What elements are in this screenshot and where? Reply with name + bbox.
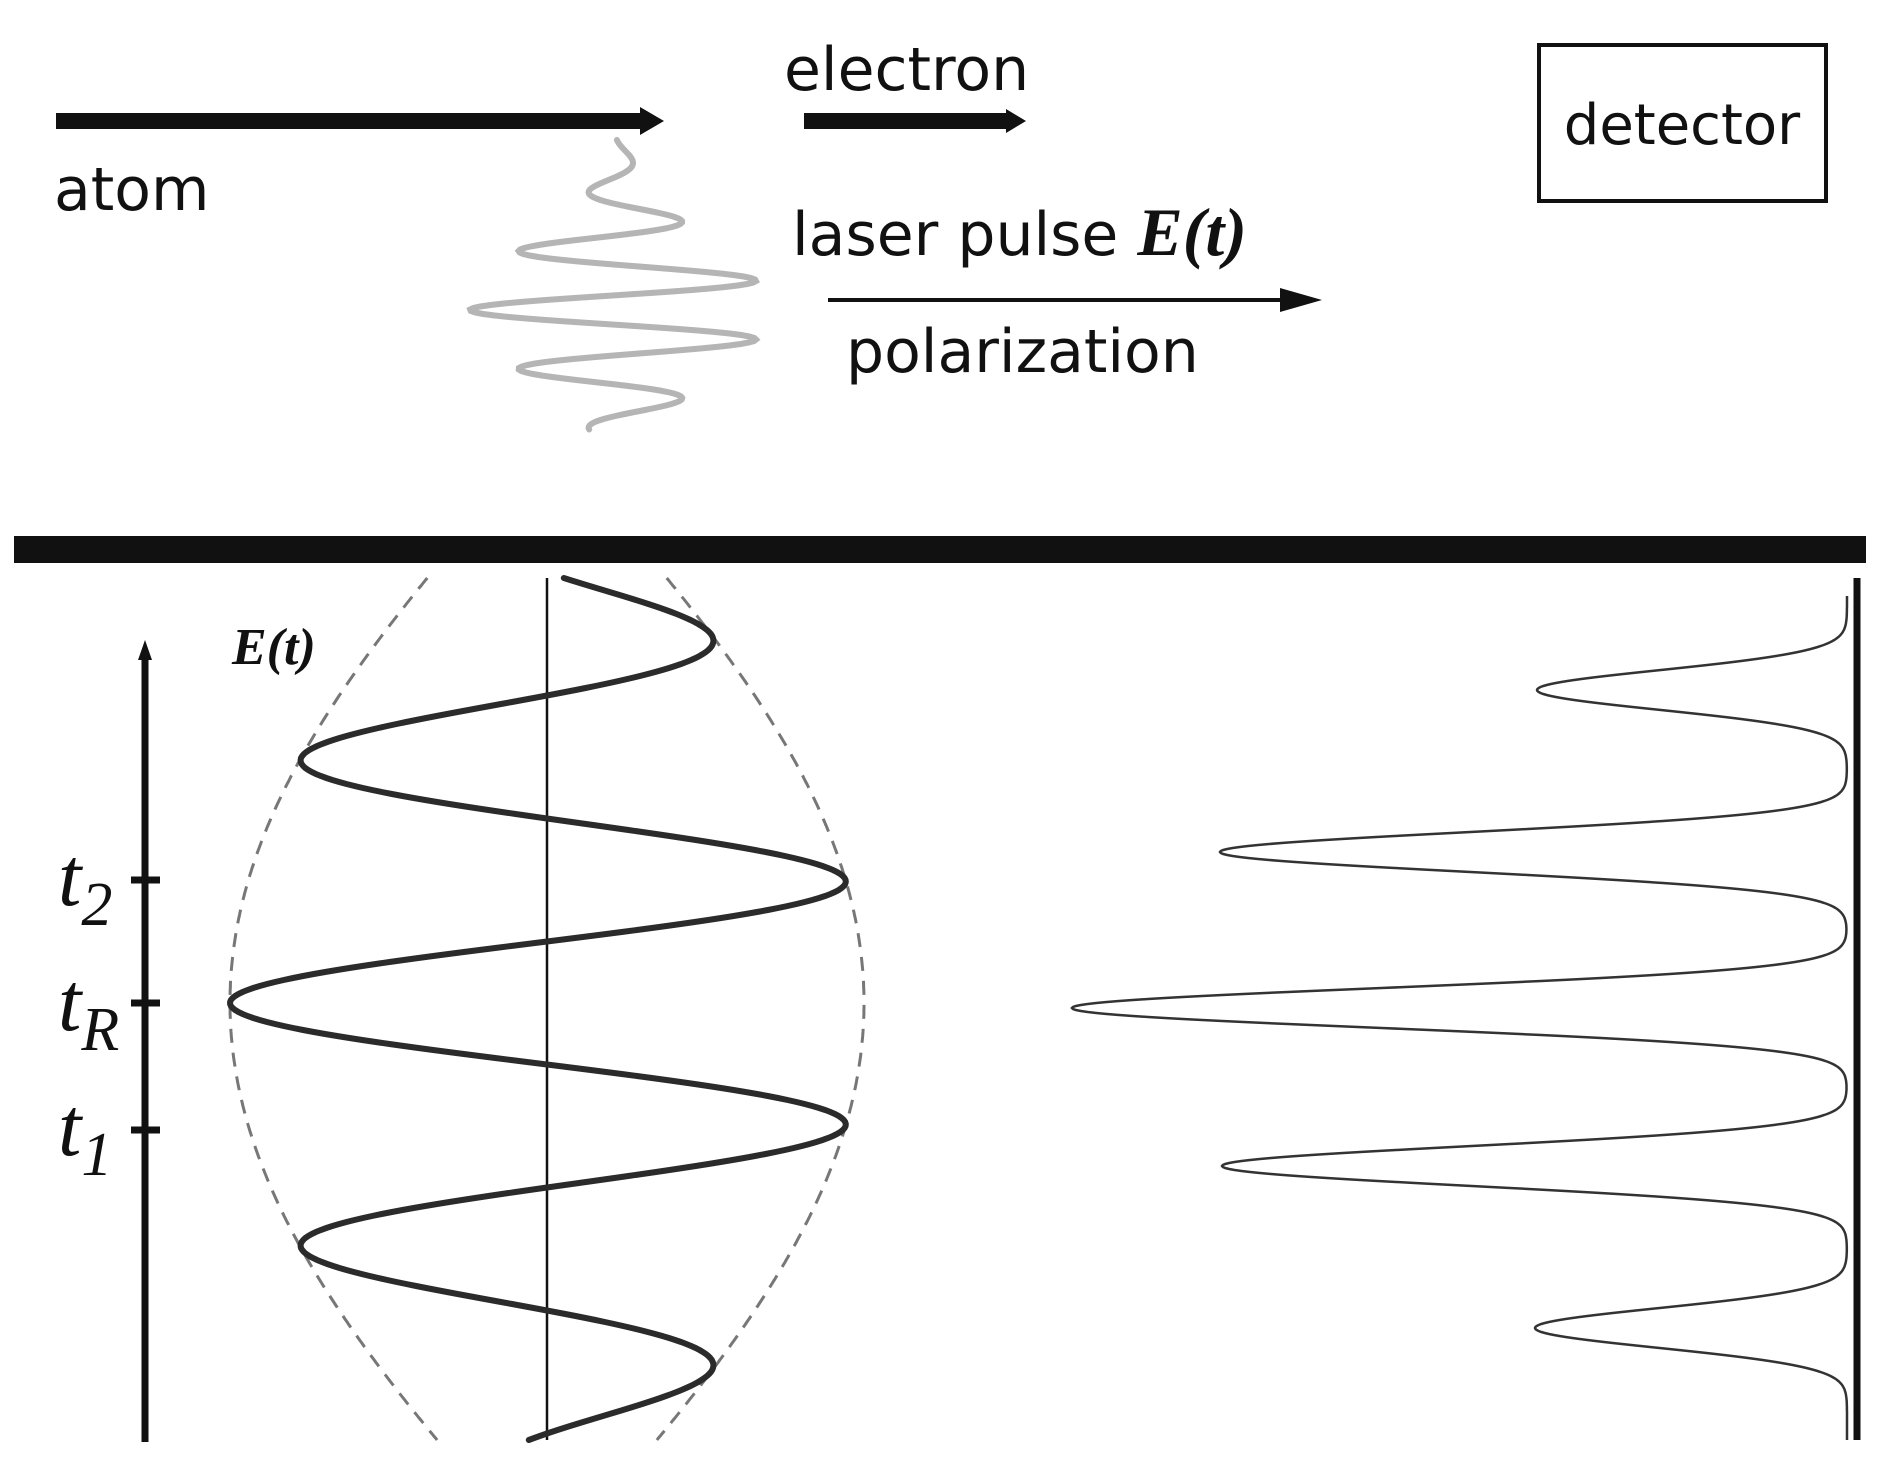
electron-arrowhead (1006, 109, 1026, 133)
laser-pulse-text: laser pulse (792, 200, 1137, 270)
panel-separator (14, 536, 1866, 563)
electric-field-wave (227, 575, 849, 1443)
polarization-arrowhead (1280, 288, 1322, 312)
envelope-right (655, 577, 866, 1441)
time-label-t1: t1 (58, 1081, 112, 1189)
field-panel: t2 tR t1 E(t) (58, 575, 866, 1443)
laser-pulse-wave (466, 137, 761, 433)
atom-beam-arrowhead (640, 107, 664, 135)
time-label-t2: t2 (58, 831, 112, 939)
electron-spectrum-curve (1070, 596, 1849, 1440)
laser-pulse-label: laser pulse E(t) (792, 194, 1247, 270)
time-label-tR: tR (58, 956, 119, 1064)
detector-box (1537, 43, 1828, 203)
atom-label: atom (54, 155, 209, 225)
envelope-left (228, 577, 439, 1441)
time-axis-arrowhead (138, 640, 152, 660)
detector-label: detector (1564, 93, 1801, 158)
electron-label: electron (784, 35, 1029, 105)
spectrum-panel (1070, 578, 1861, 1440)
field-axis-label: E(t) (231, 619, 316, 676)
polarization-label: polarization (846, 317, 1199, 387)
laser-field-symbol: E(t) (1136, 194, 1247, 270)
schematic-panel: atom electron detector laser pulse E(t) … (54, 35, 1828, 433)
